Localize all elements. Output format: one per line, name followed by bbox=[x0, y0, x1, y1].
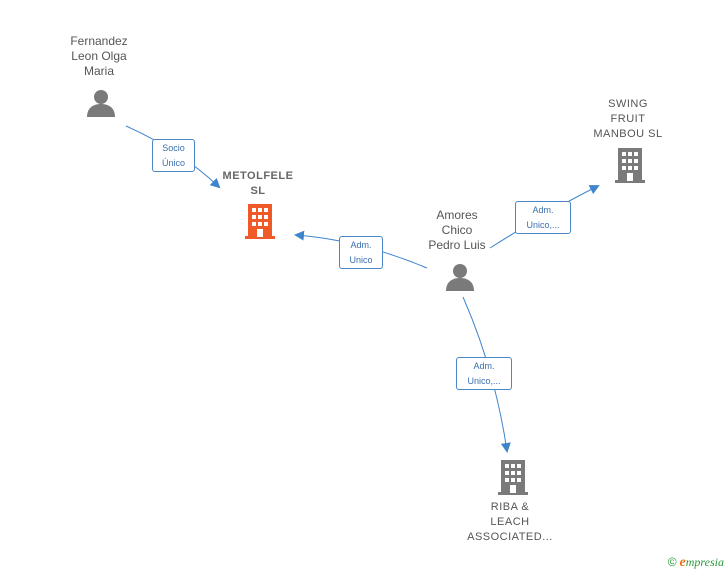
node-label-amores[interactable]: Amores Chico Pedro Luis bbox=[428, 208, 486, 252]
person-icon[interactable] bbox=[446, 264, 474, 291]
brand-initial: e bbox=[679, 555, 686, 570]
edge-label-adm-unico-swing: Adm. Unico,... bbox=[515, 201, 571, 234]
building-icon[interactable] bbox=[615, 148, 645, 183]
edge-label-socio-unico: Socio Único bbox=[152, 139, 195, 172]
node-label-swing[interactable]: SWING FRUIT MANBOU SL bbox=[593, 98, 663, 140]
edge-label-adm-unico-riba: Adm. Unico,... bbox=[456, 357, 512, 390]
building-icon[interactable] bbox=[245, 204, 275, 239]
node-label-riba[interactable]: RIBA & LEACH ASSOCIATED... bbox=[467, 501, 553, 543]
node-label-fernandez[interactable]: Fernandez Leon Olga Maria bbox=[70, 34, 128, 78]
brand-watermark: © empresia bbox=[668, 555, 724, 571]
node-label-metolfele[interactable]: METOLFELE SL bbox=[222, 170, 294, 197]
building-icon[interactable] bbox=[498, 460, 528, 495]
person-icon[interactable] bbox=[87, 90, 115, 117]
copyright-symbol: © bbox=[667, 555, 677, 569]
edge-label-adm-unico: Adm. Unico bbox=[339, 236, 383, 269]
brand-name: mpresia bbox=[685, 555, 724, 569]
